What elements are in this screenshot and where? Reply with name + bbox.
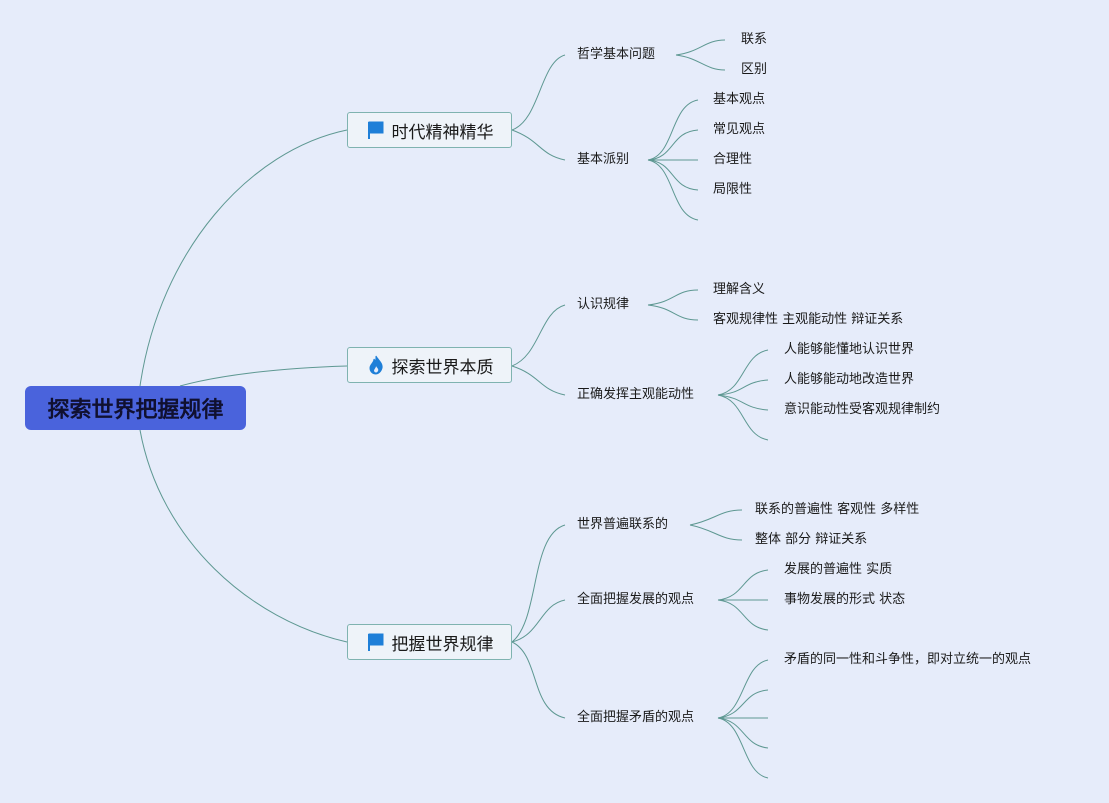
branch-topic-2[interactable]: 探索世界本质 [347,347,512,383]
connector-sub-3-3-leaf-1 [717,659,769,719]
connector-sub-1-2-leaf-2 [647,129,699,161]
subtopic-2-1[interactable]: 认识规律 [577,297,630,312]
leaf-1-2-1[interactable]: 基本观点 [713,92,766,107]
connector-sub-1-1-leaf-2 [675,54,726,71]
connector-sub-3-3-leaf-4 [717,717,769,749]
connector-sub-1-2-leaf-4 [647,159,699,191]
branch-topic-1[interactable]: 时代精神精华 [347,112,512,148]
subtopic-1-1[interactable]: 哲学基本问题 [577,47,656,62]
connector-sub-1-2-leaf-5 [647,159,699,221]
blue-flag-icon [366,632,386,652]
connector-sub-2-2-leaf-2 [717,379,769,396]
connector-branch-1-sub-2 [511,129,566,161]
connector-sub-3-2-leaf-3 [717,599,769,631]
connector-branch-3-sub-2 [511,599,566,643]
subtopic-3-2[interactable]: 全面把握发展的观点 [577,592,695,607]
leaf-1-1-2[interactable]: 区别 [741,62,768,77]
subtopic-3-3[interactable]: 全面把握矛盾的观点 [577,710,695,725]
root-topic-label: 探索世界把握规律 [47,398,224,423]
subtopic-2-2[interactable]: 正确发挥主观能动性 [577,387,695,402]
connector-root-branch-1 [139,129,348,387]
connector-branch-3-sub-1 [511,524,566,643]
connector-sub-3-3-leaf-2 [717,689,769,719]
leaf-1-2-2[interactable]: 常见观点 [713,122,766,137]
subtopic-3-1[interactable]: 世界普遍联系的 [577,517,669,532]
root-topic[interactable]: 探索世界把握规律 [25,386,246,430]
connector-branch-2-sub-2 [511,365,566,396]
leaf-3-1-2[interactable]: 整体 部分 辩证关系 [755,532,868,547]
connector-branch-1-sub-1 [511,54,566,131]
leaf-3-2-1[interactable]: 发展的普遍性 实质 [784,562,893,577]
connector-sub-2-1-leaf-1 [647,289,699,306]
connector-sub-2-1-leaf-2 [647,304,699,321]
leaf-2-2-1[interactable]: 人能够能懂地认识世界 [784,342,915,357]
connector-sub-1-2-leaf-1 [647,99,699,161]
connector-root-branch-3 [139,429,348,643]
connector-sub-2-2-leaf-1 [717,349,769,396]
branch-topic-1-label: 时代精神精华 [391,122,494,143]
branch-topic-3[interactable]: 把握世界规律 [347,624,512,660]
leaf-3-2-2[interactable]: 事物发展的形式 状态 [784,592,906,607]
leaf-1-2-4[interactable]: 局限性 [713,182,753,197]
leaf-1-1-1[interactable]: 联系 [741,32,768,47]
leaf-2-2-2[interactable]: 人能够能动地改造世界 [784,372,915,387]
connector-sub-2-2-leaf-4 [717,394,769,441]
connector-sub-1-1-leaf-1 [675,39,726,56]
fire-icon [366,355,386,375]
blue-flag-icon [366,120,386,140]
leaf-2-2-3[interactable]: 意识能动性受客观规律制约 [784,402,941,417]
subtopic-1-2[interactable]: 基本派别 [577,152,630,167]
leaf-3-1-1[interactable]: 联系的普遍性 客观性 多样性 [755,502,920,517]
connector-sub-3-3-leaf-5 [717,717,769,779]
branch-topic-3-label: 把握世界规律 [391,634,494,655]
leaf-2-1-2[interactable]: 客观规律性 主观能动性 辩证关系 [713,312,904,327]
connector-sub-2-2-leaf-3 [717,394,769,411]
connector-root-branch-2 [179,365,348,387]
branch-topic-2-label: 探索世界本质 [391,357,494,378]
connector-sub-3-1-leaf-2 [689,524,743,541]
leaf-1-2-3[interactable]: 合理性 [713,152,753,167]
connector-branch-3-sub-3 [511,641,566,719]
leaf-3-3-1[interactable]: 矛盾的同一性和斗争性，即对立统一的观点 [784,652,1032,667]
connector-sub-3-1-leaf-1 [689,509,743,526]
connector-sub-3-2-leaf-1 [717,569,769,601]
leaf-2-1-1[interactable]: 理解含义 [713,282,766,297]
connector-branch-2-sub-1 [511,304,566,367]
